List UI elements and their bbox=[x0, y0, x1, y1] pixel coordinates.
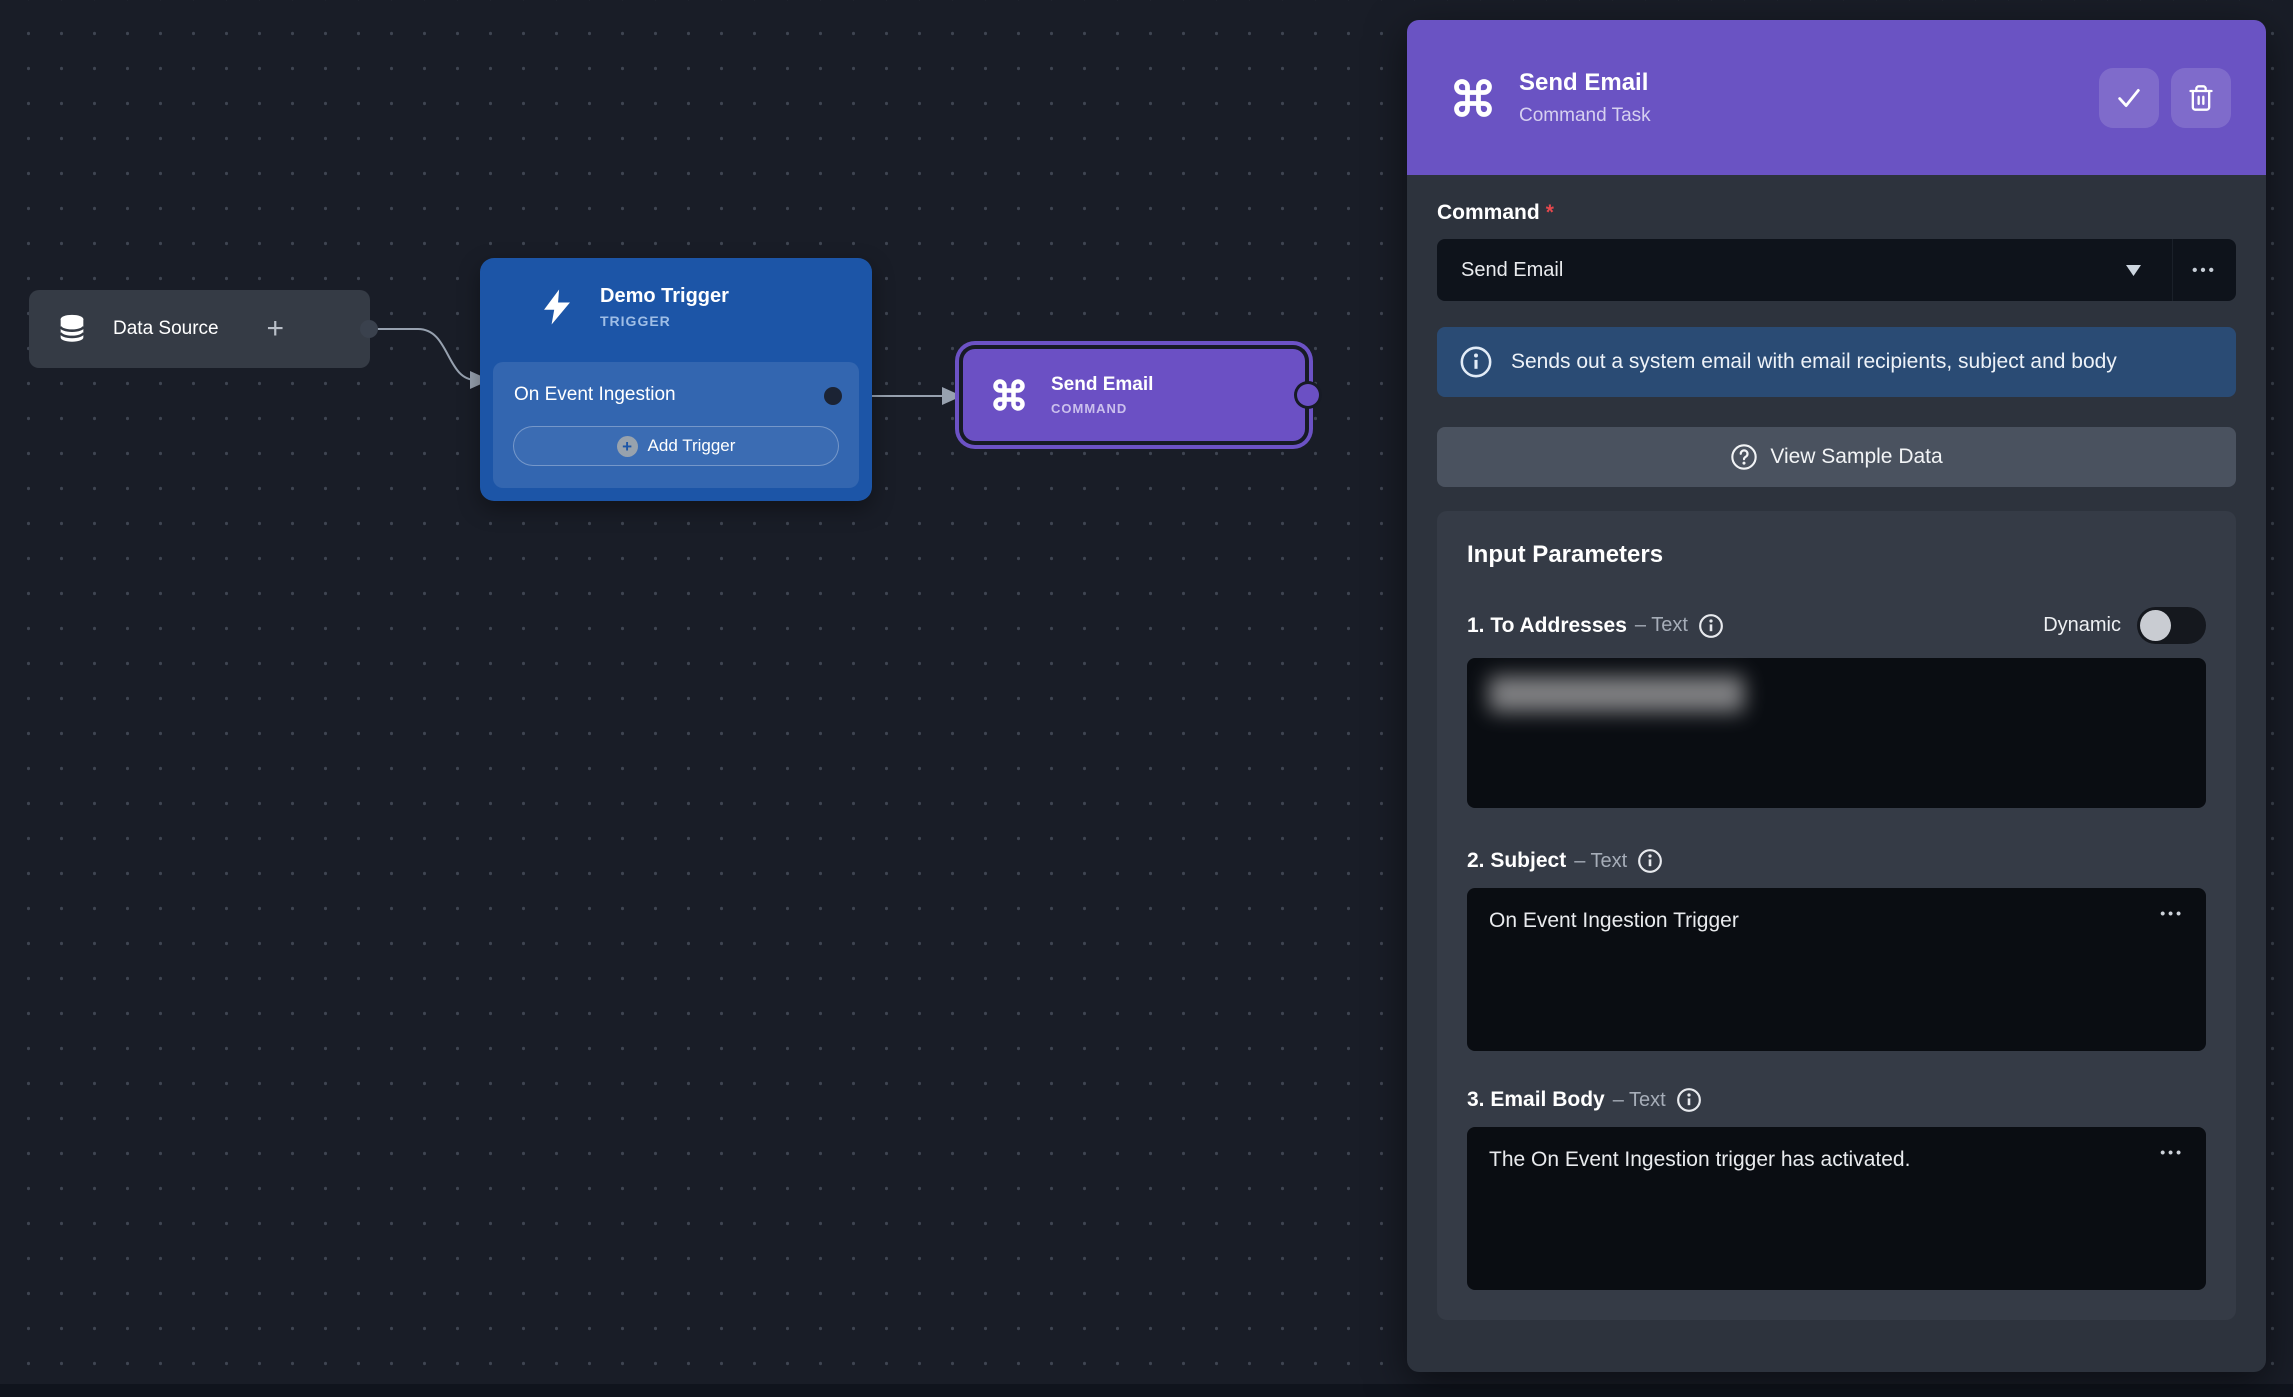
trash-icon bbox=[2189, 84, 2213, 111]
info-icon[interactable] bbox=[1637, 848, 1663, 874]
trigger-list: On Event Ingestion + Add Trigger bbox=[493, 362, 859, 488]
email-body-options-button[interactable]: ••• bbox=[2160, 1144, 2184, 1160]
subject-value: On Event Ingestion Trigger bbox=[1489, 909, 1739, 932]
trigger-node-title: Demo Trigger bbox=[600, 285, 729, 307]
help-circle-icon bbox=[1731, 444, 1758, 470]
send-email-node[interactable]: Send Email COMMAND bbox=[963, 349, 1305, 441]
canvas-bottom-edge bbox=[0, 1384, 2293, 1397]
confirm-button[interactable] bbox=[2099, 67, 2159, 128]
command-output-handle[interactable] bbox=[1297, 384, 1319, 406]
param-label: 2. Subject bbox=[1467, 849, 1567, 872]
command-description-banner: Sends out a system email with email reci… bbox=[1437, 327, 2236, 397]
view-sample-data-button[interactable]: View Sample Data bbox=[1437, 427, 2236, 487]
param-row-to-addresses: 1. To Addresses – Text Dynamic bbox=[1467, 607, 2206, 644]
email-body-value: The On Event Ingestion trigger has activ… bbox=[1489, 1148, 1911, 1171]
check-icon bbox=[2118, 88, 2140, 107]
command-node-title: Send Email bbox=[1051, 374, 1154, 395]
trigger-item-on-event-ingestion[interactable]: On Event Ingestion bbox=[514, 384, 676, 405]
param-type: – Text bbox=[1634, 614, 1688, 636]
panel-header: Send Email Command Task bbox=[1407, 20, 2266, 175]
param-type: – Text bbox=[1612, 1088, 1666, 1111]
command-selected-value: Send Email bbox=[1461, 258, 1564, 281]
to-addresses-input[interactable] bbox=[1467, 658, 2206, 808]
demo-trigger-node[interactable]: Demo Trigger TRIGGER On Event Ingestion … bbox=[480, 258, 872, 501]
input-parameters-title: Input Parameters bbox=[1467, 541, 1664, 568]
subject-options-button[interactable]: ••• bbox=[2160, 905, 2184, 921]
dynamic-toggle[interactable] bbox=[2137, 607, 2206, 644]
command-select[interactable]: Send Email bbox=[1437, 239, 2172, 301]
input-parameters-section: Input Parameters 1. To Addresses – Text … bbox=[1437, 511, 2236, 1320]
delete-button[interactable] bbox=[2171, 67, 2231, 128]
dynamic-label: Dynamic bbox=[2043, 614, 2121, 636]
info-icon bbox=[1460, 346, 1492, 378]
trigger-output-handle[interactable] bbox=[824, 387, 842, 405]
add-trigger-button[interactable]: + Add Trigger bbox=[513, 426, 839, 466]
command-icon bbox=[993, 379, 1025, 411]
required-asterisk: * bbox=[1545, 201, 1554, 224]
param-label: 1. To Addresses bbox=[1467, 613, 1627, 637]
param-type: – Text bbox=[1574, 849, 1628, 872]
chevron-down-icon bbox=[2126, 264, 2141, 276]
data-source-output-handle[interactable] bbox=[360, 320, 378, 338]
plus-circle-icon: + bbox=[616, 435, 638, 457]
info-icon[interactable] bbox=[1698, 613, 1724, 639]
command-node-badge: COMMAND bbox=[1051, 401, 1128, 416]
subject-input[interactable]: On Event Ingestion Trigger ••• bbox=[1467, 888, 2206, 1051]
command-dropdown: Send Email ••• bbox=[1437, 239, 2236, 301]
command-field-label: Command* bbox=[1437, 201, 1554, 224]
command-icon bbox=[1454, 78, 1492, 117]
panel-title: Send Email bbox=[1519, 68, 1649, 96]
toggle-knob bbox=[2140, 610, 2171, 641]
database-icon bbox=[59, 314, 85, 342]
data-source-label: Data Source bbox=[113, 318, 219, 339]
param-row-subject: 2. Subject – Text bbox=[1467, 848, 2206, 874]
lightning-icon bbox=[544, 289, 570, 324]
trigger-node-badge: TRIGGER bbox=[600, 313, 671, 329]
redacted-email-value bbox=[1489, 676, 1744, 712]
command-description-text: Sends out a system email with email reci… bbox=[1511, 350, 2117, 374]
param-row-email-body: 3. Email Body – Text bbox=[1467, 1087, 2206, 1113]
task-config-panel: Send Email Command Task Command* bbox=[1407, 20, 2266, 1372]
param-label: 3. Email Body bbox=[1467, 1088, 1605, 1111]
add-trigger-label: Add Trigger bbox=[647, 436, 736, 455]
data-source-node[interactable]: Data Source + bbox=[29, 290, 370, 368]
email-body-input[interactable]: The On Event Ingestion trigger has activ… bbox=[1467, 1127, 2206, 1290]
info-icon[interactable] bbox=[1676, 1087, 1702, 1113]
command-options-button[interactable]: ••• bbox=[2172, 239, 2236, 301]
add-data-source-button[interactable]: + bbox=[266, 312, 284, 345]
panel-subtitle: Command Task bbox=[1519, 104, 1651, 126]
